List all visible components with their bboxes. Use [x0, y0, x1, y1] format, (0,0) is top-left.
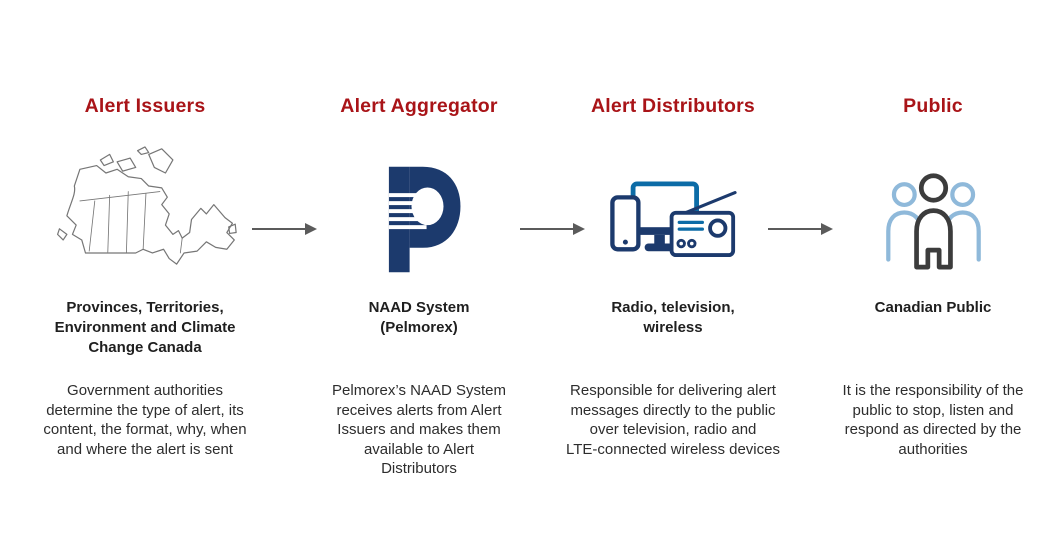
column-header: Public: [903, 95, 963, 117]
column-header: Alert Issuers: [84, 95, 206, 117]
column-header: Alert Aggregator: [340, 95, 498, 117]
people-group-icon: [805, 137, 1041, 302]
arrow-icon: [768, 222, 833, 236]
column-description: Pelmorex’s NAAD System receives alerts f…: [332, 382, 506, 477]
column-public: Public Canadian Public It is the respons…: [805, 95, 1041, 515]
radio-antenna: [681, 191, 737, 216]
column-subtitle: Radio, television, wireless: [611, 299, 735, 336]
phone-icon: [609, 195, 641, 252]
column-header: Alert Distributors: [591, 95, 755, 117]
column-description: Government authorities determine the typ…: [43, 382, 247, 458]
column-subtitle: NAAD System (Pelmorex): [368, 299, 470, 336]
radio-tv-phone-icon: [545, 137, 801, 302]
canada-map-icon: [17, 137, 273, 302]
pelmorex-logo-icon: [291, 137, 547, 302]
column-alert-aggregator: Alert Aggregator NAAD System (Pelmorex) …: [291, 95, 547, 515]
column-description: It is the responsibility of the public t…: [842, 382, 1024, 458]
column-subtitle: Canadian Public: [874, 299, 992, 316]
arrow-icon: [520, 222, 585, 236]
arrow-icon: [252, 222, 317, 236]
column-subtitle: Provinces, Territories, Environment and …: [54, 299, 236, 356]
column-alert-issuers: Alert Issuers Provinces, Territories, En…: [17, 95, 273, 515]
column-description: Responsible for delivering alert message…: [566, 382, 780, 458]
column-alert-distributors: Alert Distributors Radio, television, wi…: [545, 95, 801, 515]
